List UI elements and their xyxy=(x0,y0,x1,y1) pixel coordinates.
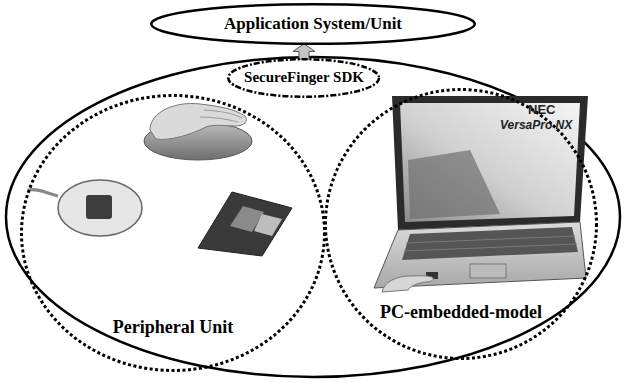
node-text-group: PC-embedded-model xyxy=(380,302,542,323)
fingerprint-reader xyxy=(58,180,142,236)
reader-sensor xyxy=(86,195,112,219)
ellipse-outline xyxy=(22,96,325,371)
sdk-ellipse: SecureFinger SDK xyxy=(227,58,380,98)
node-text-group: SecureFinger SDK xyxy=(244,69,364,86)
hand xyxy=(150,104,246,140)
model-label: VersaPro NX xyxy=(500,119,572,132)
node-label: Peripheral Unit xyxy=(113,317,233,338)
node-text-group: Application System/Unit xyxy=(224,14,402,34)
ellipse-outline xyxy=(326,90,597,359)
ellipse-outline xyxy=(229,59,380,97)
node-label: SecureFinger SDK xyxy=(244,69,364,86)
laptop-keyboard xyxy=(402,227,578,260)
node-label: PC-embedded-model xyxy=(380,302,542,323)
block-arrow xyxy=(293,44,315,60)
brand-label: NEC xyxy=(528,103,555,117)
finger-lines xyxy=(200,110,242,122)
reader-cable xyxy=(28,190,58,196)
laptop-lid xyxy=(392,96,588,230)
node-text-group: Peripheral Unit xyxy=(113,317,233,338)
peripheral-unit-ellipse: Peripheral Unit xyxy=(20,94,326,372)
ellipse-outline xyxy=(151,4,475,44)
application-ellipse: Application System/Unit xyxy=(150,3,476,45)
laptop-screen xyxy=(400,103,580,222)
node-label: Application System/Unit xyxy=(224,14,402,34)
pc-card-window xyxy=(254,214,282,236)
outer-ellipse xyxy=(6,57,620,377)
pc-card xyxy=(198,192,292,256)
hand-on-laptop xyxy=(382,276,433,292)
screen-picture xyxy=(408,150,500,219)
keyboard-rows xyxy=(404,236,577,251)
laptop-touchpad xyxy=(470,264,506,278)
